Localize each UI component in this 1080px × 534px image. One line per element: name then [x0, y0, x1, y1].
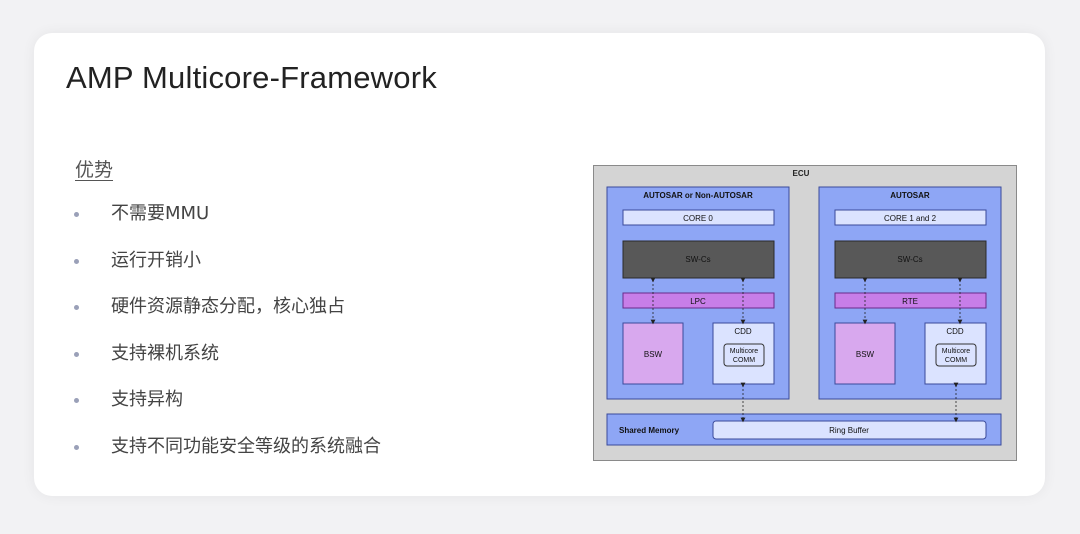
left-lpc-bar — [622, 292, 775, 309]
right-bsw-box — [834, 322, 896, 385]
list-item: 不需要MMU — [74, 200, 381, 247]
left-cdd-label: CDD — [734, 327, 752, 336]
section-heading: 优势 — [75, 159, 114, 181]
bullet-dot-icon — [74, 351, 79, 357]
shared-memory-label: Shared Memory — [619, 426, 680, 435]
ecu-architecture-diagram: ECU AUTOSAR or Non-AUTOSAR CORE 0 SW-Cs … — [593, 165, 1017, 461]
bullet-dot-icon — [74, 258, 79, 264]
right-cdd-label: CDD — [946, 327, 964, 336]
list-item: 支持异构 — [74, 386, 381, 433]
list-item: 支持不同功能安全等级的系统融合 — [74, 433, 381, 480]
right-swc-label: SW-Cs — [897, 255, 922, 264]
left-block-title: AUTOSAR or Non-AUTOSAR — [643, 191, 753, 200]
right-block-title: AUTOSAR — [890, 191, 930, 200]
ring-buffer-box — [712, 420, 987, 440]
right-multicore-comm-box — [935, 343, 977, 367]
bullet-dot-icon — [74, 444, 79, 450]
bullet-dot-icon — [74, 398, 79, 403]
ring-buffer-label: Ring Buffer — [829, 426, 869, 435]
right-core-label: CORE 1 and 2 — [884, 214, 937, 223]
right-bsw-label: BSW — [856, 350, 875, 359]
list-item-text: 运行开销小 — [111, 249, 201, 271]
list-item-text: 硬件资源静态分配，核心独占 — [111, 296, 345, 317]
right-swc-box — [834, 240, 987, 279]
right-core-box — [834, 209, 987, 226]
left-multicore-comm-box — [723, 343, 765, 367]
list-item: 硬件资源静态分配，核心独占 — [74, 293, 381, 340]
list-item-text: 支持不同功能安全等级的系统融合 — [111, 435, 381, 457]
right-rte-label: RTE — [902, 297, 918, 306]
list-item-text: 支持裸机系统 — [111, 342, 219, 364]
right-comm-line2: COMM — [945, 357, 967, 364]
list-item: 支持裸机系统 — [74, 340, 381, 387]
right-comm-line1: Multicore — [942, 348, 971, 355]
left-swc-label: SW-Cs — [685, 255, 710, 264]
left-swc-box — [622, 240, 775, 279]
list-item: 运行开销小 — [74, 247, 381, 294]
left-core-box — [622, 209, 775, 226]
right-rte-bar — [834, 292, 987, 309]
left-lpc-label: LPC — [690, 297, 706, 306]
bullet-dot-icon — [74, 305, 79, 310]
left-core-label: CORE 0 — [683, 214, 713, 223]
left-bsw-label: BSW — [644, 350, 663, 359]
left-comm-line2: COMM — [733, 357, 755, 364]
left-comm-line1: Multicore — [730, 348, 759, 355]
advantages-list: 不需要MMU 运行开销小 硬件资源静态分配，核心独占 支持裸机系统 支持异构 支… — [74, 200, 381, 479]
list-item-text: 不需要MMU — [111, 203, 210, 224]
bullet-dot-icon — [74, 212, 79, 217]
ecu-label: ECU — [793, 169, 810, 178]
left-bsw-box — [622, 322, 684, 385]
list-item-text: 支持异构 — [111, 389, 183, 410]
slide-title: AMP Multicore-Framework — [66, 60, 437, 95]
